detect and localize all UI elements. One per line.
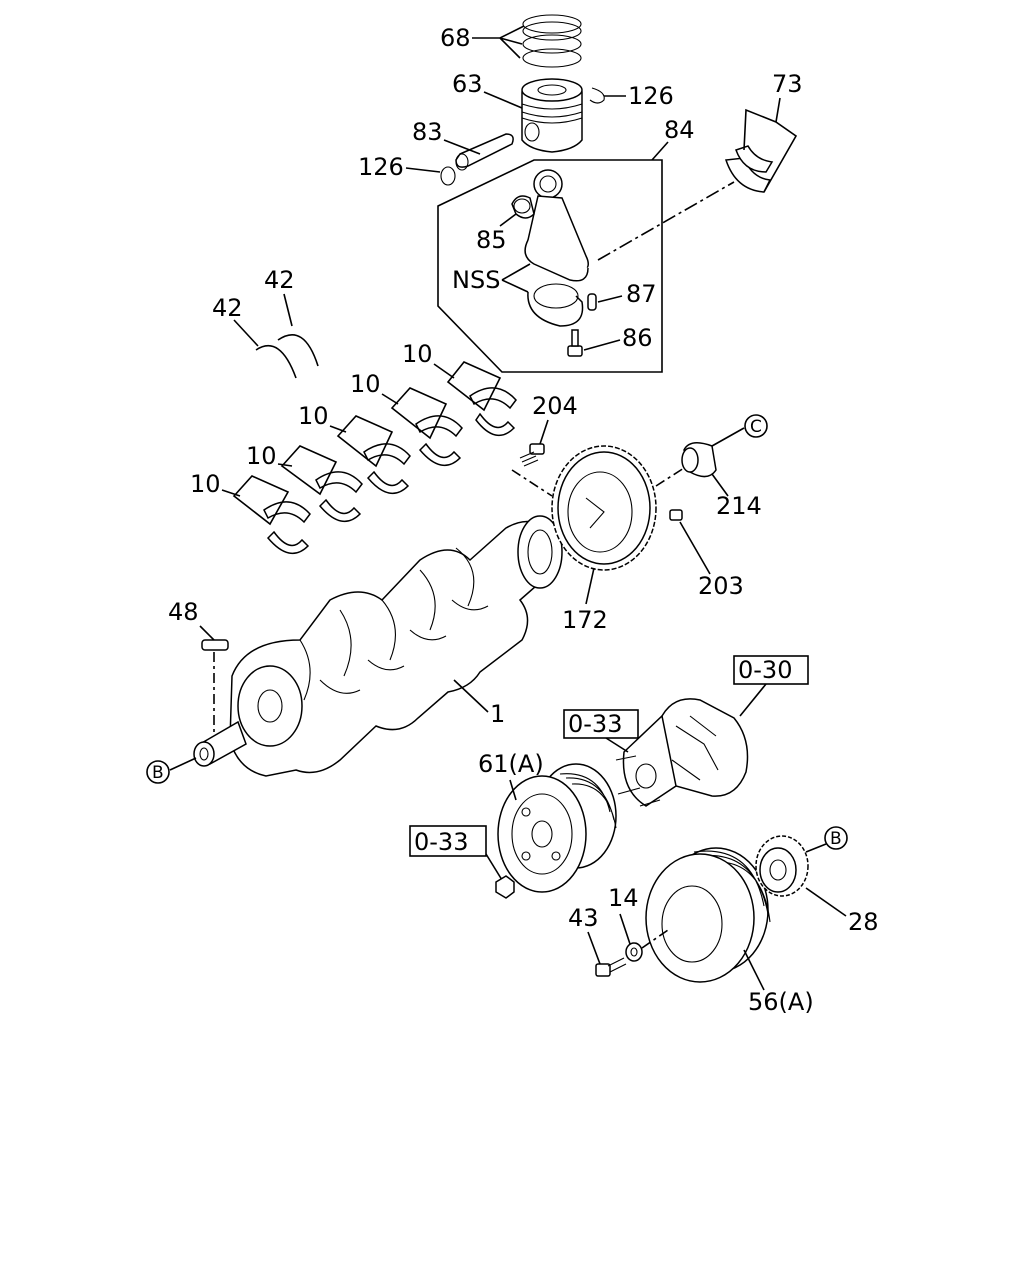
ref-box-0-30 [733, 655, 809, 685]
label-43: 43 [568, 904, 599, 932]
damper-pulley [645, 847, 771, 983]
ref-c: C [750, 417, 762, 437]
ref-box-0-33-upper [563, 709, 639, 739]
label-126-left: 126 [358, 153, 404, 181]
crankshaft [193, 515, 563, 777]
ref-0-30: 0-30 [738, 656, 792, 684]
ref-circle-b-right [824, 826, 848, 850]
connecting-rod [524, 169, 589, 327]
label-214: 214 [716, 492, 762, 520]
label-nss: NSS [452, 266, 500, 294]
label-172: 172 [562, 606, 608, 634]
label-61a: 61(A) [478, 750, 544, 778]
main-bearings [232, 361, 517, 555]
label-85: 85 [476, 226, 507, 254]
label-48: 48 [168, 598, 199, 626]
snap-ring-right [589, 87, 605, 104]
rod-group-outline [437, 159, 663, 373]
gear-bolt [519, 443, 545, 467]
ref-0-33-upper: 0-33 [568, 710, 622, 738]
label-42-left: 42 [212, 294, 243, 322]
crank-gear [551, 445, 657, 571]
label-10-c: 10 [298, 402, 329, 430]
label-83: 83 [412, 118, 443, 146]
ref-circle-c [744, 414, 768, 438]
rod-bolt [567, 329, 583, 357]
snap-ring-left [440, 166, 456, 186]
thrust-washers [255, 334, 319, 379]
rod-bushing [511, 195, 535, 219]
label-73: 73 [772, 70, 803, 98]
washer-14 [625, 942, 643, 962]
pulley-nut [495, 875, 515, 899]
rod-nut [587, 293, 597, 311]
housing-studs [615, 755, 661, 807]
ref-circle-b-left [146, 760, 170, 784]
ref-b-right: B [830, 829, 842, 849]
crank-sleeve [681, 442, 717, 478]
label-86: 86 [622, 324, 653, 352]
rod-bearing [724, 145, 774, 193]
piston-pin [455, 133, 514, 171]
pulley-61 [497, 763, 617, 893]
label-203: 203 [698, 572, 744, 600]
ref-0-33-lower: 0-33 [414, 828, 468, 856]
piston [521, 78, 583, 153]
label-10-e: 10 [402, 340, 433, 368]
label-87: 87 [626, 280, 657, 308]
ref-box-0-33-lower [409, 825, 487, 857]
front-housing [622, 698, 749, 807]
dowel-pin [669, 509, 683, 521]
label-68: 68 [440, 24, 471, 52]
label-56a: 56(A) [748, 988, 814, 1016]
label-42-right: 42 [264, 266, 295, 294]
piston-rings [522, 14, 582, 68]
bolt-43 [595, 957, 627, 977]
label-204: 204 [532, 392, 578, 420]
label-10-a: 10 [190, 470, 221, 498]
key [201, 639, 229, 651]
label-84: 84 [664, 116, 695, 144]
label-126-right: 126 [628, 82, 674, 110]
label-14: 14 [608, 884, 639, 912]
crank-gear-small [755, 835, 809, 897]
ref-b-left: B [152, 763, 164, 783]
label-10-b: 10 [246, 442, 277, 470]
label-63: 63 [452, 70, 483, 98]
label-28: 28 [848, 908, 879, 936]
label-10-d: 10 [350, 370, 381, 398]
label-1: 1 [490, 700, 505, 728]
